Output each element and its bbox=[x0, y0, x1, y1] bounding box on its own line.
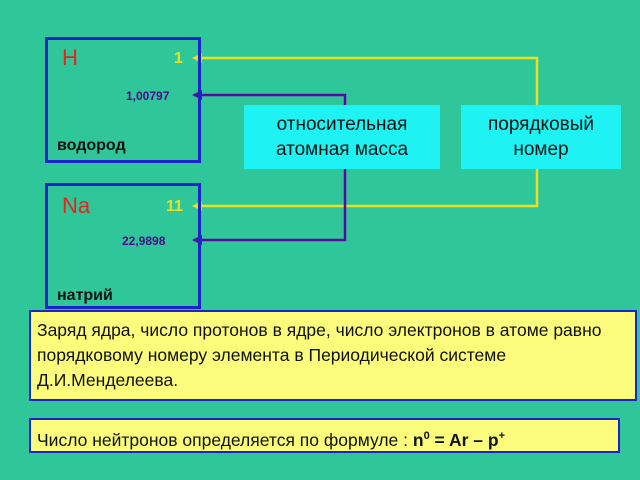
label-line: атомная масса bbox=[275, 139, 409, 160]
atomic-mass: 1,00797 bbox=[126, 89, 170, 103]
nuclear-charge-note: Заряд ядра, число протонов в ядре, число… bbox=[29, 310, 637, 401]
neutron-formula: n0 = Ar – p+ bbox=[413, 430, 505, 450]
formula-n-superscript: 0 bbox=[423, 430, 430, 442]
atomic-number: 1 bbox=[174, 50, 183, 67]
number-connector-h bbox=[200, 56, 539, 105]
atomic-number: 11 bbox=[166, 198, 183, 215]
atomic-number-label: порядковый номер bbox=[461, 105, 621, 169]
element-symbol: H bbox=[62, 45, 78, 70]
element-symbol: Na bbox=[62, 193, 91, 218]
note-text: Заряд ядра, число протонов в ядре, число… bbox=[37, 320, 602, 390]
element-name: натрий bbox=[57, 287, 113, 304]
relative-atomic-mass-label: относительная атомная масса bbox=[244, 105, 440, 169]
formula-p-superscript: + bbox=[498, 430, 506, 442]
atomic-mass: 22,9898 bbox=[122, 234, 166, 248]
label-line: номер bbox=[513, 139, 569, 160]
note-text: Число нейтронов определяется по формуле … bbox=[37, 429, 413, 450]
label-line: порядковый bbox=[487, 114, 595, 135]
element-card-hydrogen: H 1 1,00797 водород bbox=[45, 37, 201, 163]
label-line: относительная bbox=[276, 114, 408, 135]
mass-connector-h bbox=[200, 93, 347, 105]
mass-connector-na bbox=[200, 169, 347, 242]
formula-body: = Ar – p bbox=[429, 429, 499, 450]
formula-n: n bbox=[412, 429, 424, 450]
neutron-formula-note: Число нейтронов определяется по формуле … bbox=[29, 418, 620, 453]
element-name: водород bbox=[57, 137, 126, 154]
element-card-sodium: Na 11 22,9898 натрий bbox=[45, 183, 201, 309]
number-connector-na bbox=[200, 169, 539, 208]
